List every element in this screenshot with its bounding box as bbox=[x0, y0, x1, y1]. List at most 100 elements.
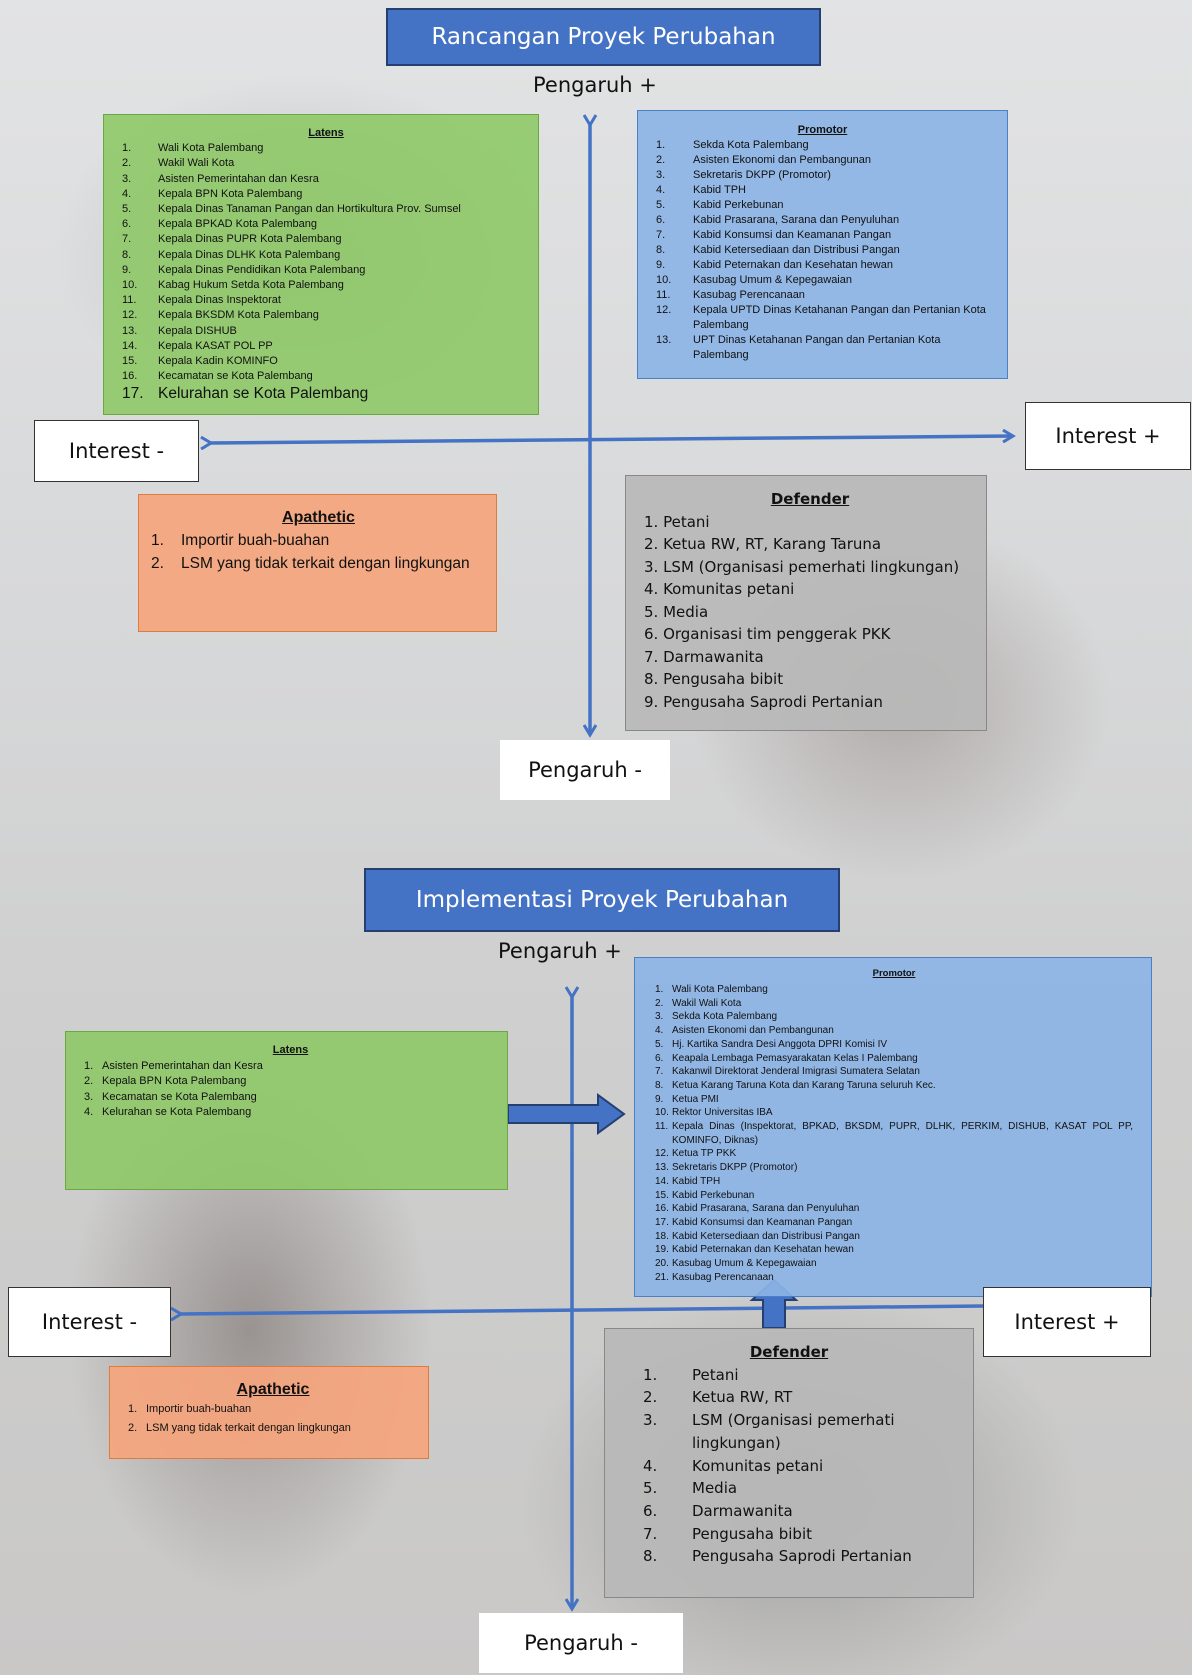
list-item: 12.Ketua TP PKK bbox=[655, 1147, 1133, 1161]
list-number: 13. bbox=[656, 334, 672, 346]
list-item: 3.Kecamatan se Kota Palembang bbox=[84, 1090, 497, 1106]
list-number: 8. bbox=[655, 1079, 664, 1091]
list-item: 9.Kabid Peternakan dan Kesehatan hewan bbox=[656, 258, 989, 273]
list-number: 3. bbox=[643, 1411, 658, 1430]
list-text: Kepala BPKAD Kota Palembang bbox=[158, 218, 317, 231]
bottom-interest-minus: Interest - bbox=[8, 1287, 171, 1357]
list-number: 3. bbox=[655, 1011, 664, 1023]
top-promotor-heading: Promotor bbox=[797, 124, 848, 136]
list-item: 1.Wali Kota Palembang bbox=[122, 141, 530, 156]
list-number: 1. bbox=[643, 1365, 658, 1384]
list-item: 21.Kasubag Perencanaan bbox=[655, 1271, 1133, 1285]
list-text: Pengusaha Saprodi Pertanian bbox=[692, 1547, 912, 1566]
list-number: 6. bbox=[655, 1052, 664, 1064]
list-text: Kabid Konsumsi dan Keamanan Pangan bbox=[693, 229, 892, 241]
list-item: 9. Pengusaha Saprodi Pertanian bbox=[644, 692, 883, 711]
list-item: 5.Kepala Dinas Tanaman Pangan dan Hortik… bbox=[122, 202, 530, 217]
bottom-defender-heading: Defender bbox=[749, 1343, 829, 1361]
list-number: 20. bbox=[655, 1258, 669, 1270]
list-number: 4. bbox=[643, 1456, 658, 1475]
list-number: 6. bbox=[656, 214, 666, 226]
list-item: 3.Asisten Pemerintahan dan Kesra bbox=[122, 172, 530, 187]
list-number: 4. bbox=[122, 187, 132, 200]
list-text: Darmawanita bbox=[692, 1501, 793, 1520]
list-number: 4. bbox=[656, 184, 666, 196]
list-number: 5. bbox=[643, 1479, 658, 1498]
list-number: 3. bbox=[122, 172, 132, 185]
list-text: Kabid Prasarana, Sarana dan Penyuluhan bbox=[672, 1203, 860, 1215]
list-number: 12. bbox=[656, 304, 672, 316]
list-text: Ketua Karang Taruna Kota dan Karang Taru… bbox=[672, 1079, 936, 1091]
list-number: 5. bbox=[656, 199, 666, 211]
list-text: Kepala Dinas (Inspektorat, BPKAD, BKSDM,… bbox=[672, 1121, 1133, 1146]
list-item: 6. Kabid Prasarana, Sarana dan Penyuluhan bbox=[656, 213, 989, 228]
list-text: Kabid Konsumsi dan Keamanan Pangan bbox=[672, 1216, 853, 1228]
list-text: Kepala DISHUB bbox=[158, 324, 237, 337]
list-number: 3. bbox=[84, 1090, 94, 1103]
list-item: 2.Asisten Ekonomi dan Pembangunan bbox=[656, 153, 989, 168]
list-item: 4.Kabid TPH bbox=[656, 183, 989, 198]
list-number: 10. bbox=[122, 279, 138, 292]
list-number: 16. bbox=[122, 370, 138, 383]
list-item: 13. Kepala DISHUB bbox=[122, 324, 530, 339]
list-item: 2.Kepala BPN Kota Palembang bbox=[84, 1074, 497, 1090]
list-number: 2. bbox=[151, 555, 164, 572]
list-text: Kasubag Umum & Kepegawaian bbox=[672, 1258, 817, 1270]
list-text: Komunitas petani bbox=[692, 1456, 824, 1475]
list-text: Wakil Wali Kota bbox=[158, 157, 235, 170]
list-item: 17.Kabid Konsumsi dan Keamanan Pangan bbox=[655, 1216, 1133, 1230]
list-number: 10. bbox=[655, 1107, 669, 1119]
list-number: 12. bbox=[655, 1148, 669, 1160]
list-item: 2.LSM yang tidak terkait dengan lingkung… bbox=[128, 1419, 418, 1438]
list-number: 6. bbox=[122, 218, 132, 231]
list-text: Kepala Dinas Pendidikan Kota Palembang bbox=[158, 263, 366, 276]
list-number: 9. bbox=[655, 1093, 664, 1105]
list-item: 1.Petani bbox=[643, 1364, 959, 1387]
list-text: Asisten Pemerintahan dan Kesra bbox=[102, 1059, 263, 1072]
bottom-latens-heading: Latens bbox=[272, 1044, 309, 1056]
list-number: 7. bbox=[656, 229, 666, 241]
list-number: 19. bbox=[655, 1244, 669, 1256]
top-interest-minus: Interest - bbox=[34, 420, 199, 482]
bottom-title: Implementasi Proyek Perubahan bbox=[364, 868, 840, 932]
list-text: Kabid Peternakan dan Kesehatan hewan bbox=[672, 1244, 854, 1256]
list-item: 4.Kelurahan se Kota Palembang bbox=[84, 1105, 497, 1121]
list-text: Kakanwil Direktorat Jenderal Imigrasi Su… bbox=[672, 1066, 920, 1078]
list-text: Kasubag Perencanaan bbox=[693, 289, 805, 301]
latens-to-promotor-arrow bbox=[507, 1093, 626, 1135]
list-item: 10.Rektor Universitas IBA bbox=[655, 1106, 1133, 1120]
list-item: 19.Kabid Peternakan dan Kesehatan hewan bbox=[655, 1243, 1133, 1257]
list-item: 5.Hj. Kartika Sandra Desi Anggota DPRI K… bbox=[655, 1038, 1133, 1052]
list-text: Wali Kota Palembang bbox=[672, 984, 768, 995]
list-number: 14. bbox=[655, 1175, 669, 1187]
bottom-horizontal-axis bbox=[180, 1304, 985, 1314]
list-item: 9.Ketua PMI bbox=[655, 1093, 1133, 1107]
list-text: Kabid Prasarana, Sarana dan Penyuluhan bbox=[693, 214, 900, 226]
list-number: 1. bbox=[128, 1403, 138, 1415]
list-item: 11.Kasubag Perencanaan bbox=[656, 288, 989, 303]
list-text: Asisten Ekonomi dan Pembangunan bbox=[672, 1025, 834, 1037]
list-text: Pengusaha bibit bbox=[692, 1524, 813, 1543]
list-text: Kasubag Perencanaan bbox=[672, 1271, 774, 1283]
list-text: Ketua RW, RT bbox=[692, 1388, 793, 1407]
list-item: 7.Kepala Dinas PUPR Kota Palembang bbox=[122, 232, 530, 247]
list-number: 15. bbox=[122, 355, 138, 368]
list-text: Kabid Peternakan dan Kesehatan hewan bbox=[693, 259, 893, 271]
list-text: Kelurahan se Kota Palembang bbox=[158, 385, 369, 403]
list-number: 7. bbox=[643, 1524, 658, 1543]
list-number: 14. bbox=[122, 339, 138, 352]
top-pengaruh-plus: Pengaruh + bbox=[533, 73, 657, 97]
list-number: 1. bbox=[656, 139, 666, 151]
list-number: 21. bbox=[655, 1271, 669, 1283]
list-item: 13.Sekretaris DKPP (Promotor) bbox=[655, 1161, 1133, 1175]
list-item: 14.Kepala KASAT POL PP bbox=[122, 339, 530, 354]
list-number: 1. bbox=[151, 532, 164, 549]
list-number: 2. bbox=[128, 1422, 138, 1434]
list-number: 15. bbox=[655, 1189, 669, 1201]
